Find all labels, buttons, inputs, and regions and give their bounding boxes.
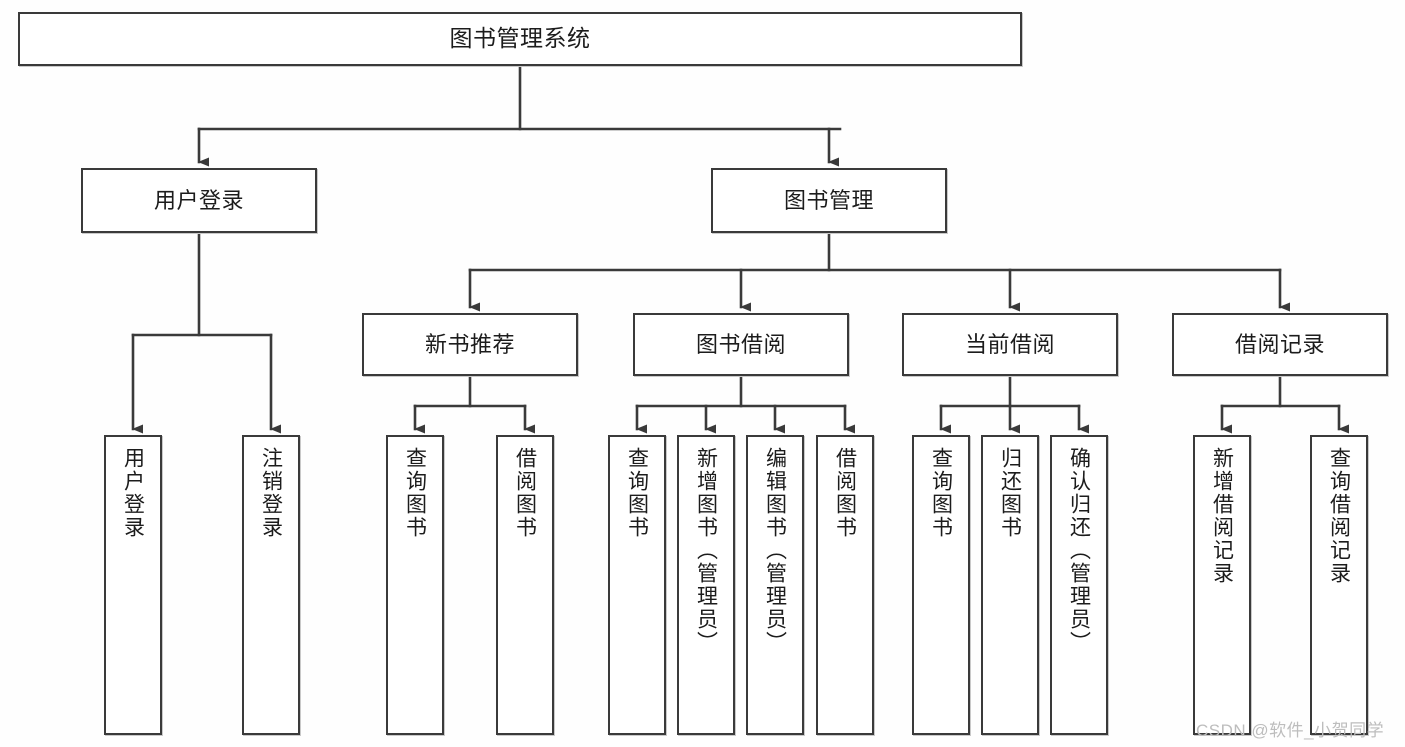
leaf-edit-book-label: 编辑图书（管理员）	[763, 447, 787, 654]
leaf-query-book-2[interactable]: 查询图书	[608, 435, 666, 735]
leaf-add-record-label: 新增借阅记录	[1210, 447, 1234, 585]
node-book-borrow-label: 图书借阅	[695, 331, 786, 357]
node-current-borrow[interactable]: 当前借阅	[902, 313, 1118, 376]
node-book-manage-label: 图书管理	[783, 187, 874, 213]
node-user-login[interactable]: 用户登录	[81, 168, 317, 233]
leaf-borrow-book-2[interactable]: 借阅图书	[816, 435, 874, 735]
leaf-confirm-return[interactable]: 确认归还（管理员）	[1050, 435, 1108, 735]
node-root[interactable]: 图书管理系统	[18, 12, 1022, 66]
leaf-confirm-return-label: 确认归还（管理员）	[1067, 447, 1091, 654]
node-new-book-recommend-label: 新书推荐	[424, 331, 515, 357]
leaf-borrow-book-1-label: 借阅图书	[513, 447, 537, 539]
leaf-return-book[interactable]: 归还图书	[981, 435, 1039, 735]
leaf-query-book-3[interactable]: 查询图书	[912, 435, 970, 735]
leaf-add-book[interactable]: 新增图书（管理员）	[677, 435, 735, 735]
leaf-logout-login-label: 注销登录	[259, 447, 283, 539]
leaf-add-book-label: 新增图书（管理员）	[694, 447, 718, 654]
leaf-query-book-1[interactable]: 查询图书	[386, 435, 444, 735]
leaf-borrow-book-1[interactable]: 借阅图书	[496, 435, 554, 735]
node-book-manage[interactable]: 图书管理	[711, 168, 947, 233]
node-current-borrow-label: 当前借阅	[964, 331, 1055, 357]
node-new-book-recommend[interactable]: 新书推荐	[362, 313, 578, 376]
leaf-borrow-book-2-label: 借阅图书	[833, 447, 857, 539]
leaf-query-book-3-label: 查询图书	[929, 447, 953, 539]
leaf-query-book-1-label: 查询图书	[403, 447, 427, 539]
node-borrow-record[interactable]: 借阅记录	[1172, 313, 1388, 376]
leaf-query-book-2-label: 查询图书	[625, 447, 649, 539]
node-user-login-label: 用户登录	[153, 187, 244, 213]
leaf-return-book-label: 归还图书	[998, 447, 1022, 539]
leaf-edit-book[interactable]: 编辑图书（管理员）	[746, 435, 804, 735]
leaf-query-record-label: 查询借阅记录	[1327, 447, 1351, 585]
node-root-label: 图书管理系统	[449, 25, 591, 52]
leaf-add-record[interactable]: 新增借阅记录	[1193, 435, 1251, 735]
leaf-logout-login[interactable]: 注销登录	[242, 435, 300, 735]
leaf-user-login[interactable]: 用户登录	[104, 435, 162, 735]
leaf-query-record[interactable]: 查询借阅记录	[1310, 435, 1368, 735]
node-book-borrow[interactable]: 图书借阅	[633, 313, 849, 376]
node-borrow-record-label: 借阅记录	[1234, 331, 1325, 357]
csdn-watermark: CSDN @软件_小贺同学	[1196, 721, 1385, 740]
leaf-user-login-label: 用户登录	[121, 447, 145, 539]
